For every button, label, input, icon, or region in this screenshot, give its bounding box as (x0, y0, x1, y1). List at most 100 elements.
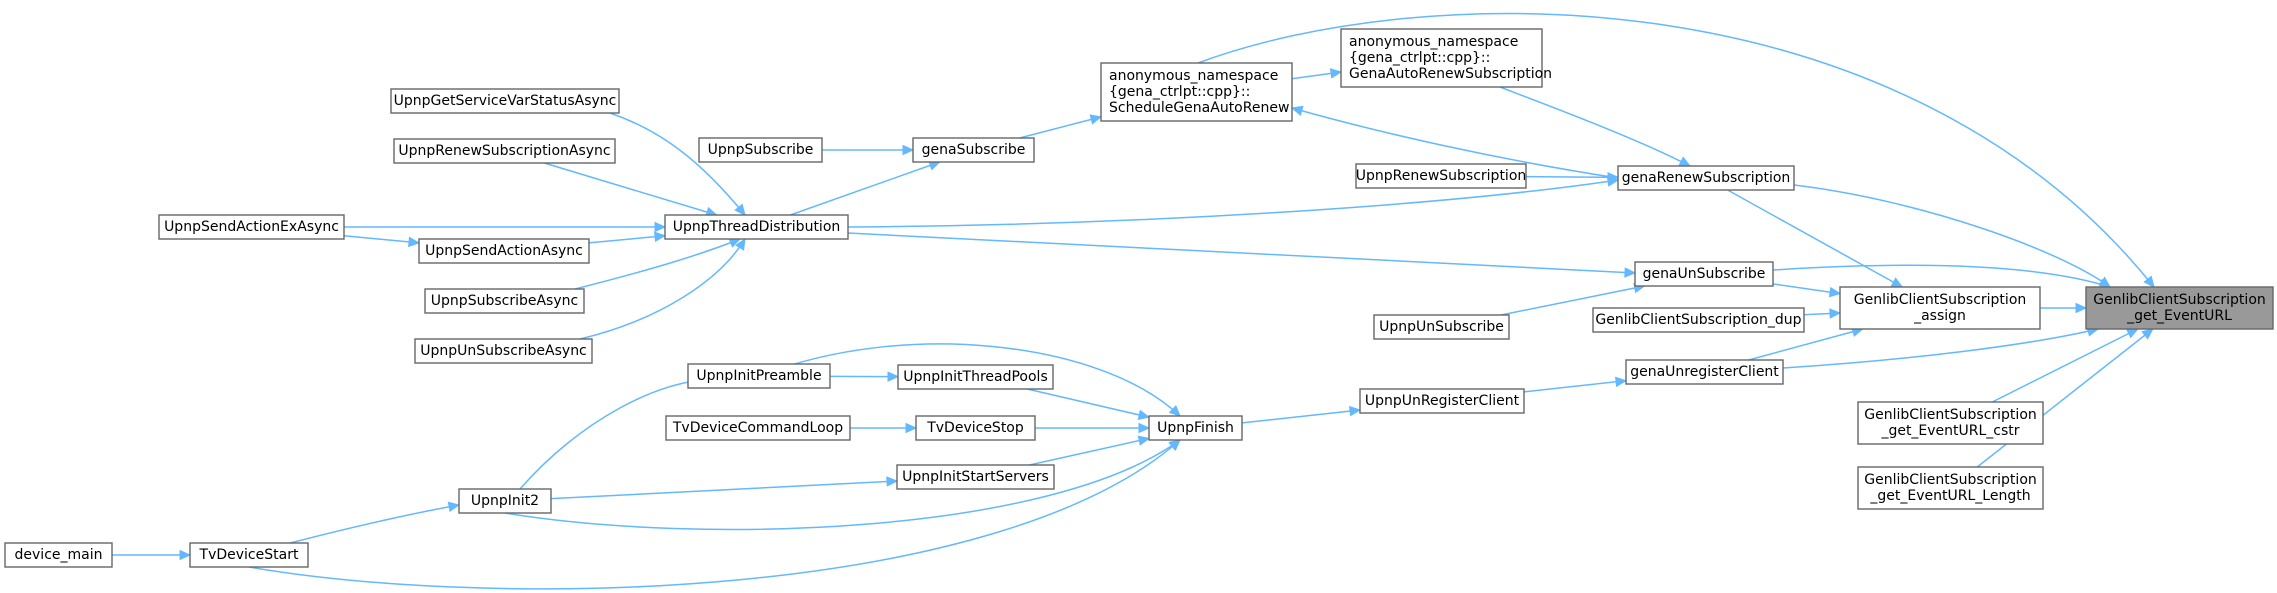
graph-node-device-stop[interactable]: TvDeviceStop (915, 415, 1036, 441)
graph-node-gena-subscribe[interactable]: genaSubscribe (912, 137, 1035, 163)
call-edge (579, 237, 746, 340)
node-box (1359, 388, 1525, 414)
graph-node-init-threadpools[interactable]: UpnpInitThreadPools (897, 364, 1054, 390)
graph-node-send-action[interactable]: UpnpSendActionAsync (418, 238, 590, 264)
graph-node-init-startservers[interactable]: UpnpInitStartServers (896, 464, 1055, 490)
graph-node-schedule[interactable]: anonymous_namespace{gena_ctrlpt::cpp}::S… (1100, 62, 1293, 122)
arrowhead-icon (1348, 405, 1362, 417)
node-label: UpnpSubscribe (708, 142, 814, 158)
graph-node-unsubscribe-async[interactable]: UpnpUnSubscribeAsync (414, 338, 593, 364)
edge-line (1772, 264, 2111, 288)
graph-node-upnp-subscribe[interactable]: UpnpSubscribe (698, 137, 823, 163)
graph-node-command-loop[interactable]: TvDeviceCommandLoop (665, 415, 851, 441)
graph-node-gena-unsubscribe[interactable]: genaUnSubscribe (1634, 261, 1774, 287)
graph-node-autorenew[interactable]: anonymous_namespace{gena_ctrlpt::cpp}::G… (1340, 28, 1552, 88)
node-label: TvDeviceCommandLoop (672, 420, 843, 436)
call-edge (1197, 12, 2155, 288)
graph-node-init2[interactable]: UpnpInit2 (458, 488, 552, 514)
graph-node-renew-async[interactable]: UpnpRenewSubscriptionAsync (393, 138, 616, 164)
node-label: GenlibClientSubscription_dup (1595, 312, 1801, 328)
node-box (4, 542, 113, 568)
graph-node-dup[interactable]: GenlibClientSubscription_dup (1592, 307, 1805, 333)
node-box (1148, 415, 1243, 441)
node-label: UpnpFinish (1157, 420, 1234, 436)
call-edge (1241, 405, 1362, 424)
node-box (1857, 466, 2044, 510)
graph-node-gena-renew[interactable]: genaRenewSubscription (1617, 165, 1795, 191)
arrowhead-icon (1829, 308, 1842, 319)
call-edge (1027, 388, 1151, 420)
graph-node-finish[interactable]: UpnpFinish (1148, 415, 1243, 441)
graph-node-device-main[interactable]: device_main (4, 542, 113, 568)
graph-node-assign[interactable]: GenlibClientSubscription_assign (1839, 286, 2041, 330)
node-box (1373, 314, 1510, 340)
node-label: TvDeviceStop (926, 420, 1024, 436)
graph-node-get-eventurl-length[interactable]: GenlibClientSubscription_get_EventURL_Le… (1857, 466, 2044, 510)
graph-node-send-action-ex[interactable]: UpnpSendActionExAsync (158, 214, 345, 240)
call-edge (1803, 308, 1842, 319)
graph-node-init-preamble[interactable]: UpnpInitPreamble (687, 363, 831, 389)
node-box (915, 415, 1036, 441)
arrowhead-icon (735, 237, 746, 251)
graph-node-thread-dist[interactable]: UpnpThreadDistribution (664, 214, 849, 240)
node-box (1355, 163, 1527, 189)
call-graph-nodes: GenlibClientSubscription_get_EventURLGen… (4, 28, 2274, 568)
arrowhead-icon (179, 549, 192, 561)
edge-line (1523, 379, 1627, 393)
call-edge (344, 221, 667, 233)
node-box (1100, 62, 1293, 122)
node-label: anonymous_namespace (1349, 34, 1518, 50)
arrowhead-icon (1168, 439, 1181, 451)
node-label: UpnpUnSubscribeAsync (420, 343, 587, 359)
node-box (458, 488, 552, 514)
graph-node-upnp-unregister[interactable]: UpnpUnRegisterClient (1359, 388, 1525, 414)
graph-node-gena-unregister[interactable]: genaUnregisterClient (1625, 359, 1784, 385)
call-edge (1772, 264, 2112, 289)
node-label: {gena_ctrlpt::cpp}:: (1349, 50, 1490, 66)
node-box (665, 415, 851, 441)
graph-node-upnp-renew[interactable]: UpnpRenewSubscription (1355, 163, 1527, 189)
node-label: _get_EventURL_Length (1869, 488, 2030, 504)
graph-node-subscribe-async[interactable]: UpnpSubscribeAsync (424, 288, 585, 314)
edge-line (790, 161, 940, 216)
graph-node-upnp-unsubscribe[interactable]: UpnpUnSubscribe (1373, 314, 1510, 340)
node-box (414, 338, 593, 364)
node-box (158, 214, 345, 240)
graph-node-get-service-var[interactable]: UpnpGetServiceVarStatusAsync (390, 88, 620, 114)
node-box (390, 88, 620, 114)
edge-line (1727, 189, 1903, 288)
arrowhead-icon (654, 221, 667, 233)
node-label: GenlibClientSubscription (2093, 292, 2266, 308)
arrowhead-icon (902, 144, 915, 156)
node-label: UpnpThreadDistribution (673, 219, 841, 235)
arrowhead-icon (1168, 404, 1181, 417)
arrowhead-icon (1678, 156, 1692, 167)
call-edge (588, 231, 667, 244)
node-box (418, 238, 590, 264)
graph-node-get-eventurl-cstr[interactable]: GenlibClientSubscription_get_EventURL_cs… (1857, 401, 2044, 445)
call-edge (550, 476, 899, 500)
arrowhead-icon (734, 203, 746, 216)
arrowhead-icon (1138, 422, 1151, 434)
node-label: genaSubscribe (922, 142, 1026, 158)
call-edge (544, 162, 718, 218)
arrowhead-icon (1606, 176, 1620, 187)
edge-line (1029, 437, 1150, 466)
edge-line (248, 439, 1181, 590)
node-label: {gena_ctrlpt::cpp}:: (1109, 84, 1250, 100)
node-label: UpnpInitThreadPools (903, 369, 1047, 385)
edge-line (847, 179, 1619, 228)
node-box (1634, 261, 1774, 287)
graph-node-device-start[interactable]: TvDeviceStart (189, 542, 309, 568)
arrowhead-icon (1614, 376, 1628, 388)
graph-node-get-eventurl[interactable]: GenlibClientSubscription_get_EventURL (2085, 286, 2274, 330)
call-edge (248, 439, 1181, 590)
arrowhead-icon (1329, 68, 1343, 79)
edge-line (1197, 12, 2155, 288)
arrowhead-icon (1828, 286, 1842, 298)
call-edge (1793, 184, 2111, 288)
node-label: GenaAutoRenewSubscription (1349, 66, 1552, 82)
arrowhead-icon (1137, 409, 1151, 420)
node-box (687, 363, 831, 389)
